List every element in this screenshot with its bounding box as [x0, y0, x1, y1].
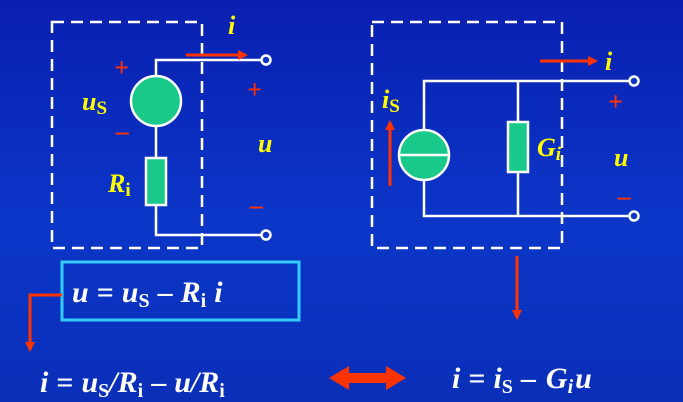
right-current-label: i [605, 47, 613, 76]
conductance-subscript: i [556, 144, 562, 165]
source-voltage-label: uS [82, 87, 107, 119]
resistor-subscript: i [125, 180, 130, 201]
resistor-label: Ri [107, 169, 131, 201]
right-terminal-plus: + [608, 87, 623, 116]
source-current-symbol: i [382, 85, 390, 114]
left-plus-sign: + [114, 53, 129, 82]
left-terminal-plus: + [247, 75, 262, 104]
source-current-subscript: S [389, 96, 400, 117]
right-bottom-wire [422, 180, 630, 218]
left-voltage-label: u [258, 129, 272, 158]
left-top-wire [154, 58, 262, 76]
left-dashed-box [50, 20, 204, 250]
equation-current-source: i=iS–Giu [452, 362, 592, 398]
source-voltage-subscript: S [96, 98, 107, 119]
left-bottom-terminal [260, 229, 272, 241]
equation-highlight-box [60, 260, 301, 322]
left-equivalent-circuit: i + – uS Ri + u – [50, 11, 272, 250]
conductance-symbol: G [537, 133, 556, 162]
resistor-icon [144, 156, 168, 207]
left-top-terminal [260, 54, 272, 66]
left-down-bracket-arrow [25, 293, 62, 352]
source-current-label: iS [382, 85, 400, 117]
resistor-symbol: R [107, 169, 125, 198]
right-voltage-label: u [614, 143, 628, 172]
conductance-icon [506, 120, 530, 174]
right-equivalent-circuit: i iS Gi + u – [370, 20, 640, 250]
source-voltage-symbol: u [82, 87, 96, 116]
equation-current-from-voltage: i=uS/Ri–u/Ri [40, 366, 225, 402]
left-current-label: i [228, 11, 236, 40]
left-bottom-wire [154, 205, 262, 237]
equivalence-double-arrow-icon [329, 366, 406, 390]
voltage-source-icon [129, 74, 183, 128]
right-terminal-minus: – [617, 182, 631, 211]
left-terminal-minus: – [249, 191, 263, 220]
right-top-wire [422, 79, 630, 130]
left-minus-sign: – [115, 117, 129, 146]
right-dashed-box [370, 20, 564, 250]
right-top-terminal [628, 75, 640, 87]
conductance-label: Gi [537, 133, 562, 165]
right-bottom-terminal [628, 210, 640, 222]
